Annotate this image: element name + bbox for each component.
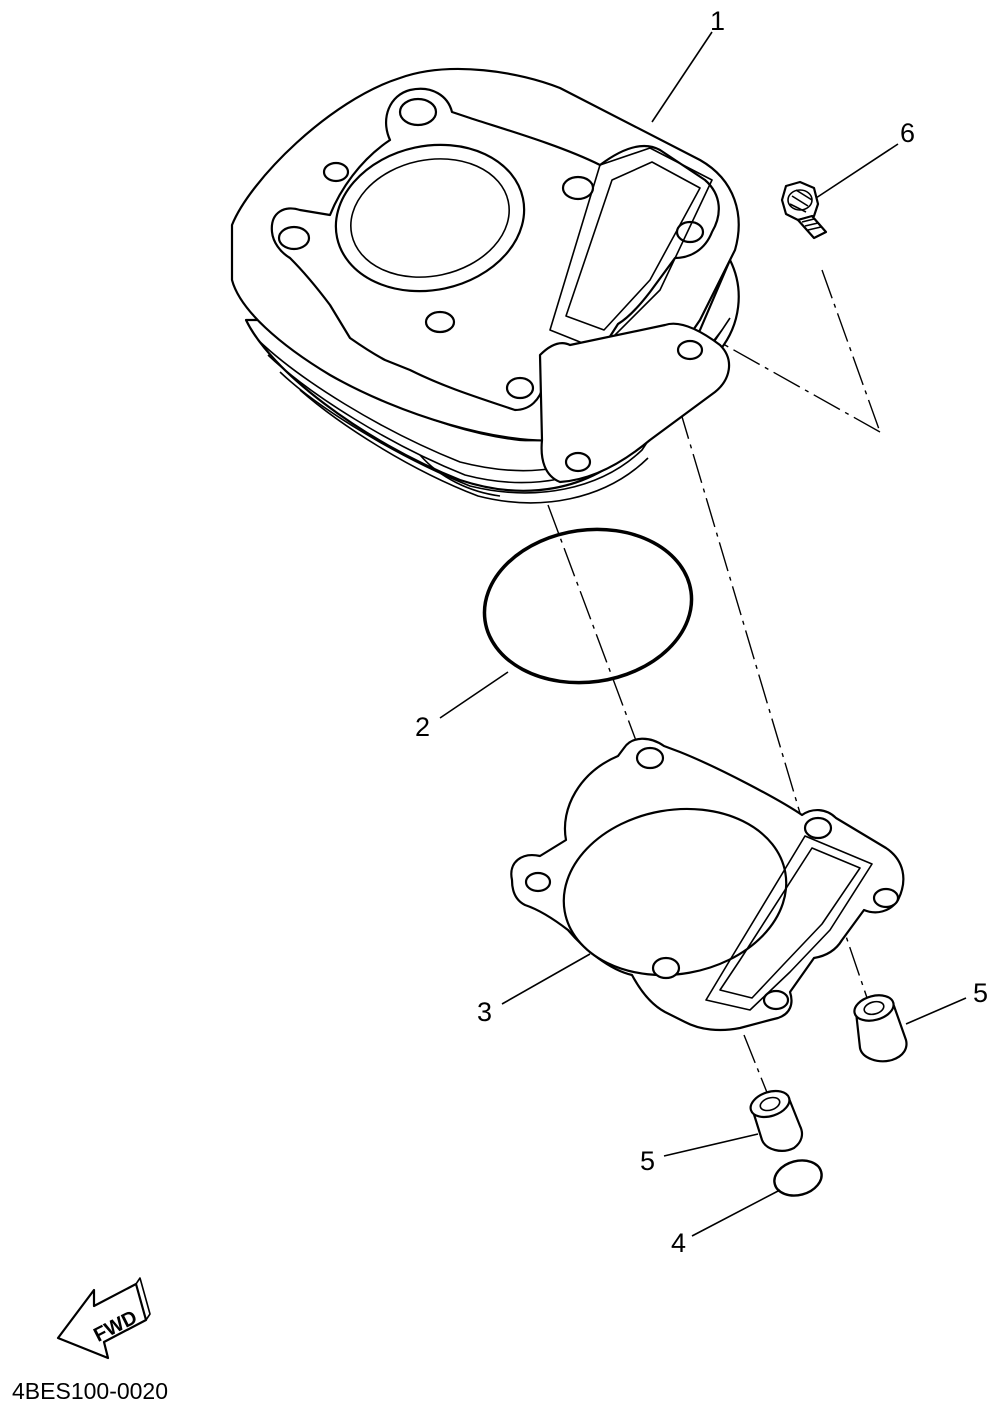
fwd-arrow-icon: FWD [56,1277,151,1360]
callout-2: 2 [415,712,431,742]
o-ring-small-part [773,1159,823,1197]
dowel-pin-left-part [749,1089,804,1152]
callout-5-right: 5 [973,978,989,1008]
callout-1: 1 [710,6,726,36]
drawing-code: 4BES100-0020 [12,1378,169,1404]
cylinder-part [230,67,740,504]
callout-4: 4 [671,1228,687,1258]
leader-lines [439,31,967,1237]
dowel-pin-right-part [853,994,908,1063]
callout-6: 6 [900,118,916,148]
callout-3: 3 [477,997,493,1027]
o-ring-large-part [482,527,694,685]
callout-5-left: 5 [640,1146,656,1176]
cylinder-gasket-part [510,737,905,1032]
bolt-part [780,180,828,240]
